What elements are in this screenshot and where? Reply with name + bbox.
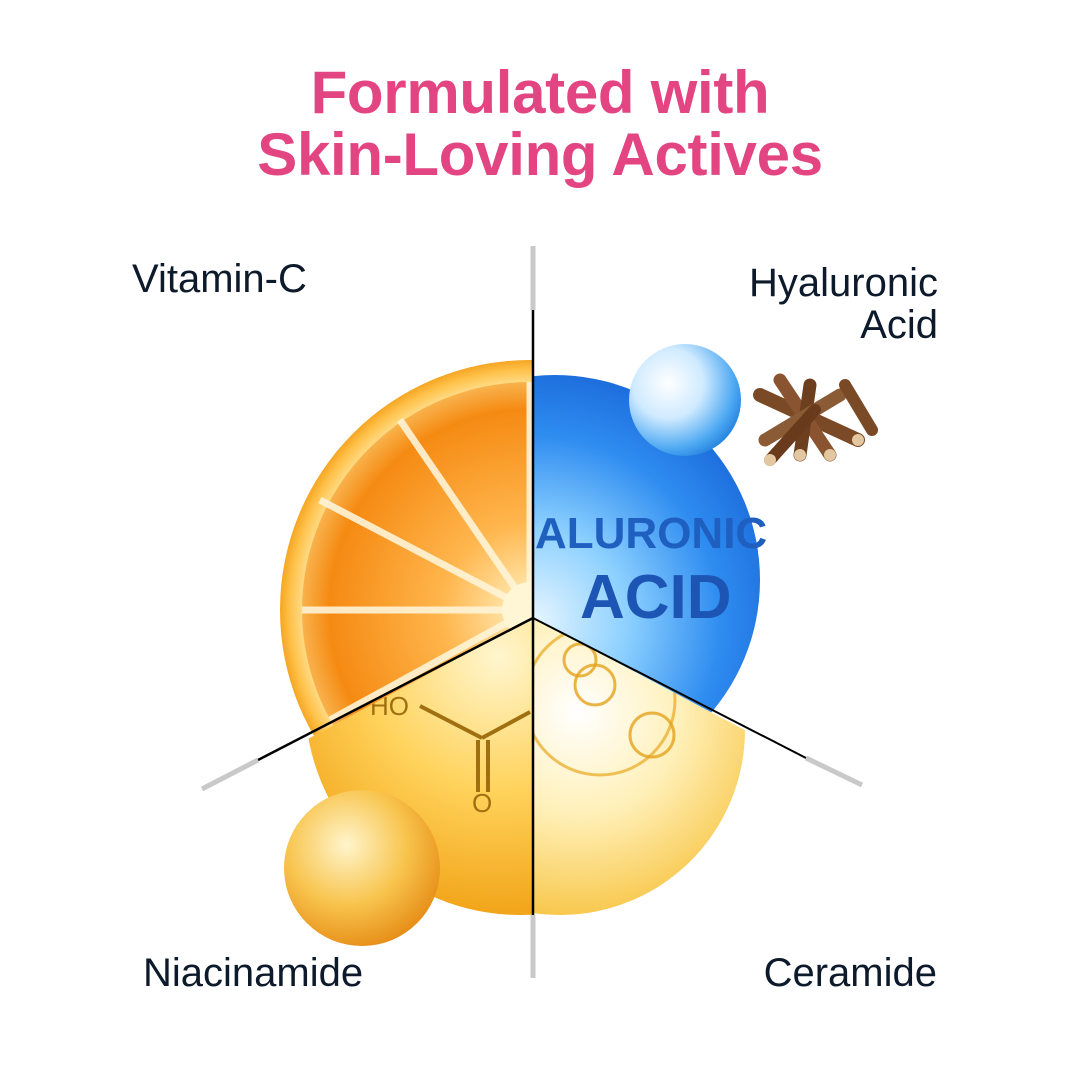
hyaluronic-label-line-2: Acid — [860, 303, 938, 347]
divider-lines — [200, 246, 864, 978]
small-gold-bubble — [284, 790, 440, 946]
molecule-structure — [419, 704, 531, 792]
licorice-root-image — [753, 373, 878, 466]
small-blue-bubble — [629, 344, 741, 456]
title-line-1: Formulated with — [310, 59, 770, 126]
vitamin-c-label: Vitamin-C — [132, 257, 307, 301]
bubble-text-line-1: ALURONIC — [535, 509, 767, 558]
page-title: Formulated with Skin-Loving Actives — [0, 62, 1080, 186]
title-line-2: Skin-Loving Actives — [257, 121, 823, 188]
molecule-o-label: O — [472, 788, 492, 818]
niacinamide-bubble-image: HO O — [305, 618, 533, 915]
bubble-text-line-2: ACID — [580, 563, 732, 632]
hyaluronic-acid-label: Hyaluronic Acid — [749, 262, 938, 346]
niacinamide-label: Niacinamide — [143, 951, 364, 995]
ceramide-label: Ceramide — [763, 951, 937, 995]
hyaluronic-label-line-1: Hyaluronic — [749, 261, 938, 305]
